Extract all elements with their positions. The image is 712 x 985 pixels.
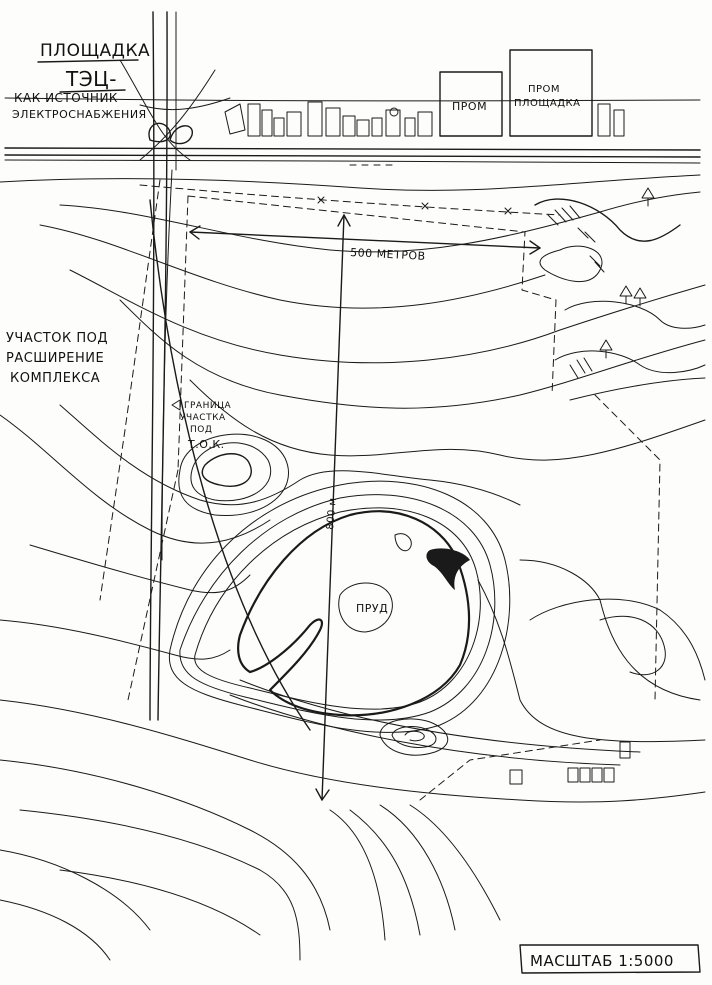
- site-boundary: [99, 179, 661, 801]
- tree-icon: [641, 187, 655, 207]
- boundary-line-3: ПОД: [190, 425, 212, 435]
- prom-label: ПРОМ: [452, 100, 487, 113]
- tree-icons: [599, 187, 655, 359]
- scale-label: МАСШТАБ 1:5000: [530, 952, 674, 970]
- title-line-4: ЭЛЕКТРОСНАБЖЕНИЯ: [12, 108, 147, 121]
- pond-label: ПРУД: [356, 602, 388, 615]
- dimension-800m: [315, 214, 351, 801]
- buildings-row: [224, 101, 625, 137]
- road-interchange: [119, 59, 231, 161]
- distance-800-label: 800 м: [325, 497, 339, 530]
- title-block: ПЛОЩАДКА ТЭЦ- КАК ИСТОЧНИК ЭЛЕКТРОСНАБЖЕ…: [12, 41, 150, 121]
- prom-building: [439, 71, 503, 137]
- boundary-label: ГРАНИЦА УЧАСТКА ПОД Т.О.К.: [180, 401, 232, 451]
- distance-500-label: 500 МЕТРОВ: [350, 246, 426, 263]
- contour-lines: [0, 174, 706, 961]
- expansion-label: УЧАСТОК ПОД РАСШИРЕНИЕ КОМПЛЕКСА: [6, 331, 108, 386]
- tree-icon: [633, 287, 647, 307]
- prom-area-label-1: ПРОМ: [528, 84, 560, 95]
- title-line-3: КАК ИСТОЧНИК: [14, 91, 118, 105]
- main-road: [4, 97, 701, 164]
- title-line-2: ТЭЦ-: [65, 67, 117, 91]
- tree-icon: [619, 285, 633, 305]
- hill-knoll: [178, 433, 289, 517]
- title-line-1: ПЛОЩАДКА: [40, 41, 150, 61]
- fence-line: [139, 184, 561, 216]
- expansion-line-1: УЧАСТОК ПОД: [6, 331, 108, 346]
- houses-bottom: [509, 741, 631, 785]
- forest-edge: [534, 198, 706, 379]
- tree-icon: [599, 339, 613, 359]
- dimension-500m: [189, 225, 541, 255]
- scale-box: [519, 944, 701, 974]
- depression-spiral: [379, 718, 448, 756]
- expansion-line-2: РАСШИРЕНИЕ: [6, 351, 104, 366]
- pipeline: [149, 199, 641, 766]
- expansion-line-3: КОМПЛЕКСА: [10, 371, 100, 386]
- prom-area-label-2: ПЛОЩАДКА: [514, 98, 580, 109]
- pond-basin: [168, 480, 511, 733]
- prom-area-building: [509, 49, 593, 137]
- boundary-line-2: УЧАСТКА: [180, 413, 226, 423]
- boundary-pointer: [171, 399, 181, 411]
- boundary-line-4: Т.О.К.: [187, 438, 225, 451]
- vertical-road: [149, 11, 177, 721]
- boundary-line-1: ГРАНИЦА: [184, 401, 232, 411]
